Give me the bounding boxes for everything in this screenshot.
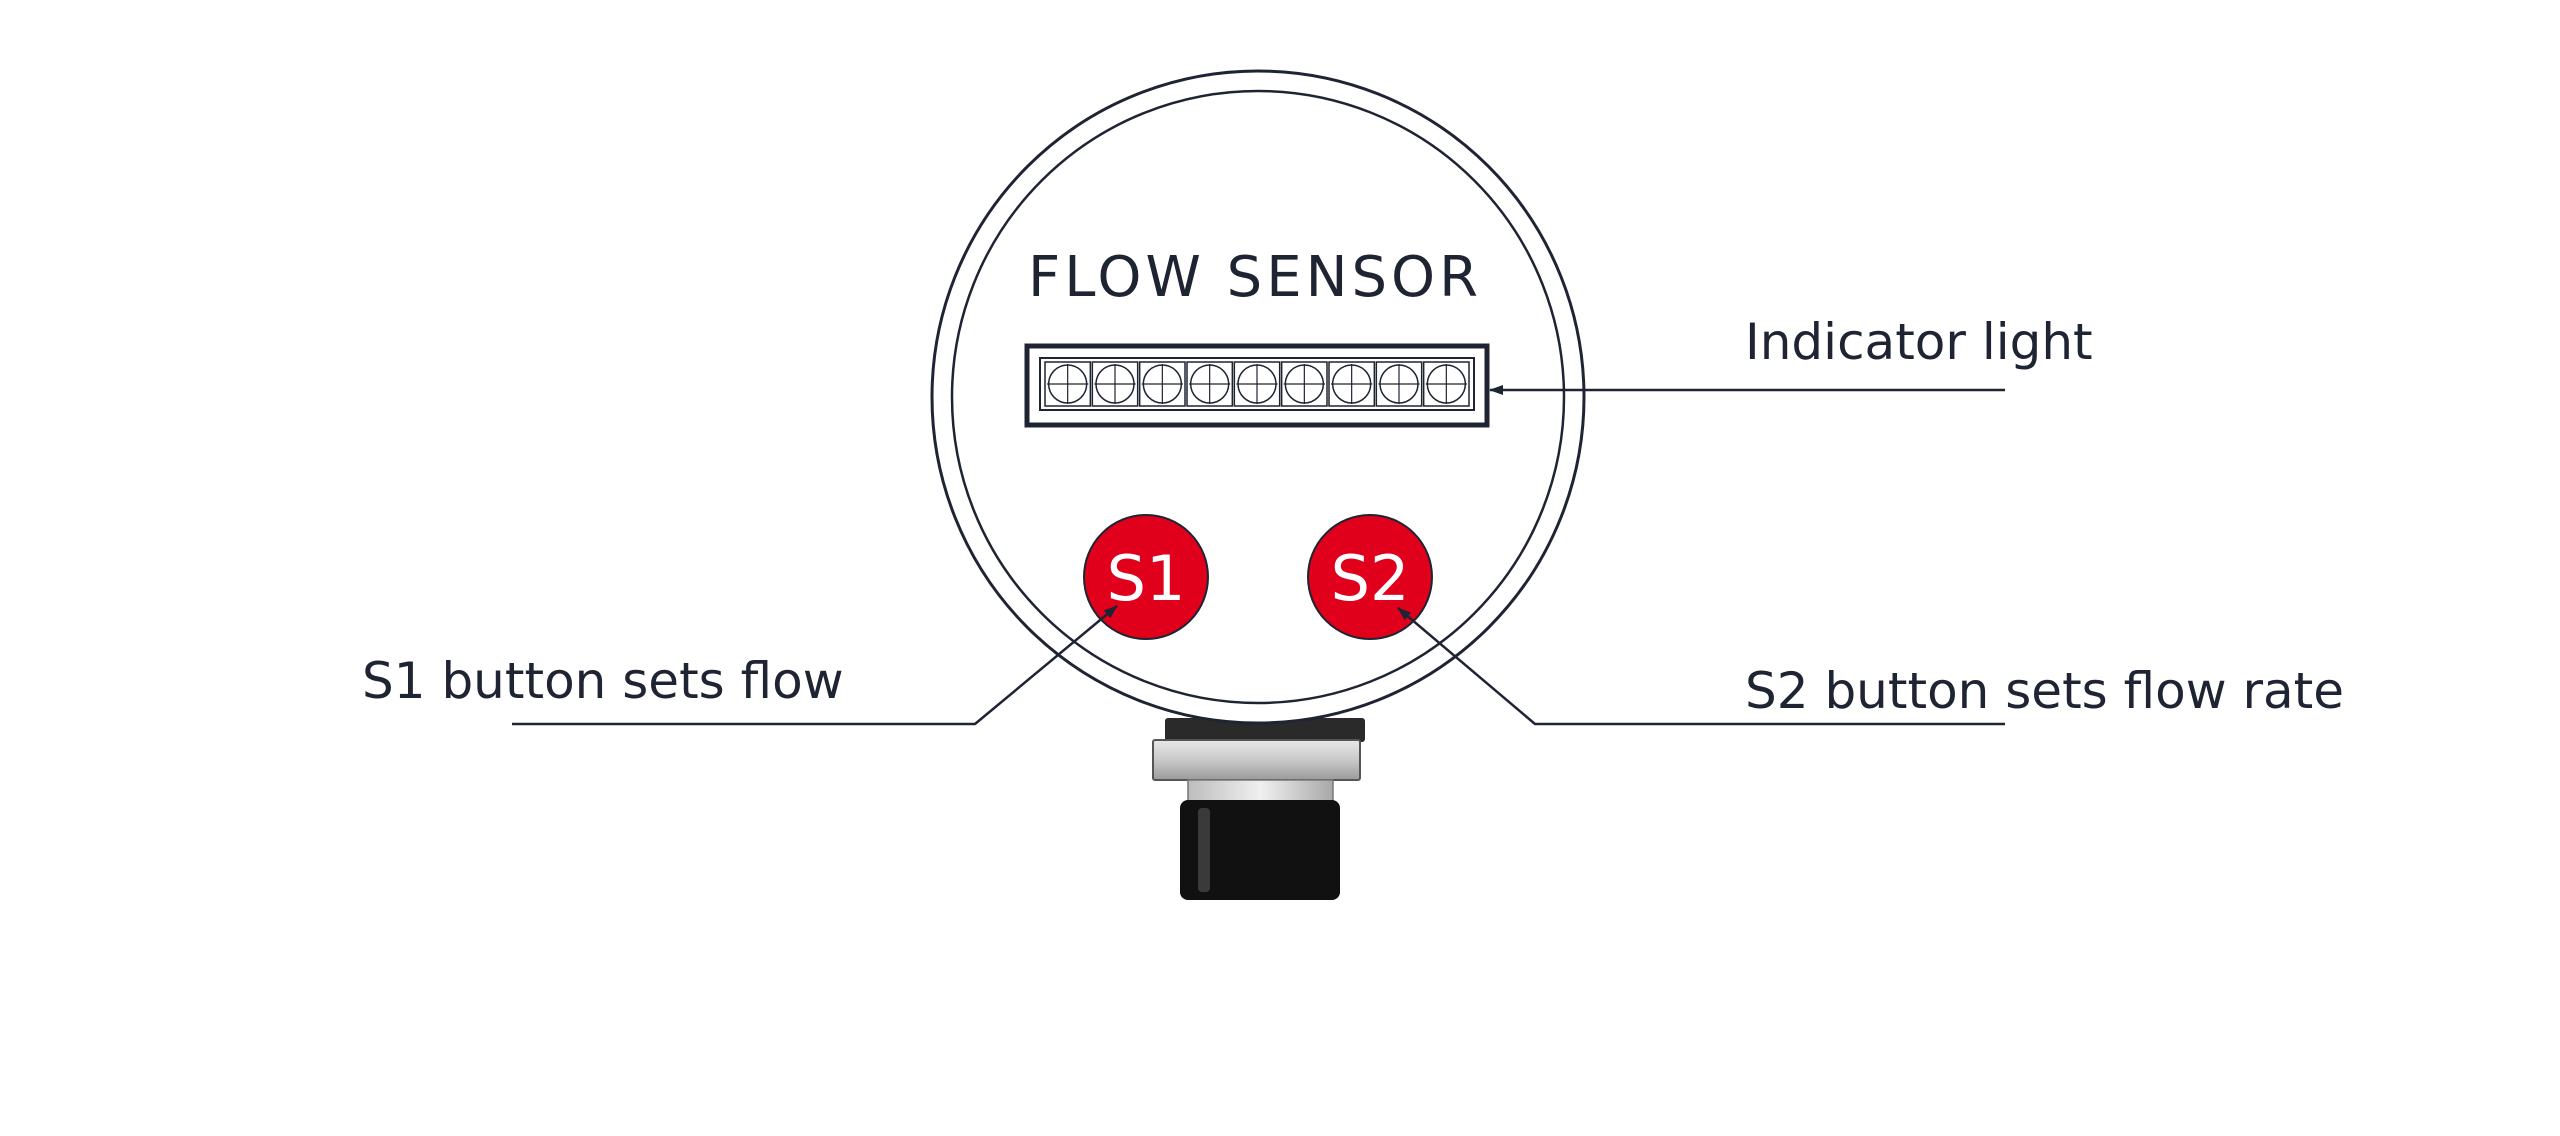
callout-s2: S2 button sets flow rate bbox=[1397, 607, 2344, 726]
callout-s1-label: S1 button sets flow bbox=[362, 652, 844, 710]
callout-s2-label: S2 button sets flow rate bbox=[1745, 662, 2344, 720]
callout-s1: S1 button sets flow bbox=[362, 605, 1118, 726]
indicator-cells bbox=[1044, 361, 1470, 407]
s2-button-label: S2 bbox=[1331, 542, 1410, 615]
indicator-led-9 bbox=[1422, 361, 1470, 407]
connector-collar bbox=[1152, 739, 1361, 781]
indicator-led-1 bbox=[1044, 361, 1092, 407]
s1-button[interactable]: S1 bbox=[1083, 514, 1209, 640]
s1-button-label: S1 bbox=[1107, 542, 1186, 615]
connector-neck bbox=[1165, 718, 1365, 742]
callout-s2-line bbox=[1397, 607, 2005, 726]
connector-fitting bbox=[1152, 718, 1365, 900]
connector-body-highlight bbox=[1198, 808, 1210, 892]
callout-s1-line bbox=[512, 605, 1118, 726]
indicator-led-4 bbox=[1186, 361, 1234, 407]
indicator-light-strip bbox=[1024, 343, 1490, 428]
indicator-led-2 bbox=[1091, 361, 1139, 407]
device-title: FLOW SENSOR bbox=[1028, 245, 1482, 310]
connector-stem bbox=[1187, 779, 1334, 803]
indicator-led-3 bbox=[1138, 361, 1186, 407]
indicator-led-8 bbox=[1375, 361, 1423, 407]
connector-body bbox=[1180, 800, 1340, 900]
indicator-led-6 bbox=[1280, 361, 1328, 407]
callout-indicator-label: Indicator light bbox=[1745, 313, 2093, 371]
indicator-led-5 bbox=[1233, 361, 1281, 407]
indicator-led-7 bbox=[1328, 361, 1376, 407]
callout-indicator: Indicator light bbox=[1489, 313, 2093, 395]
